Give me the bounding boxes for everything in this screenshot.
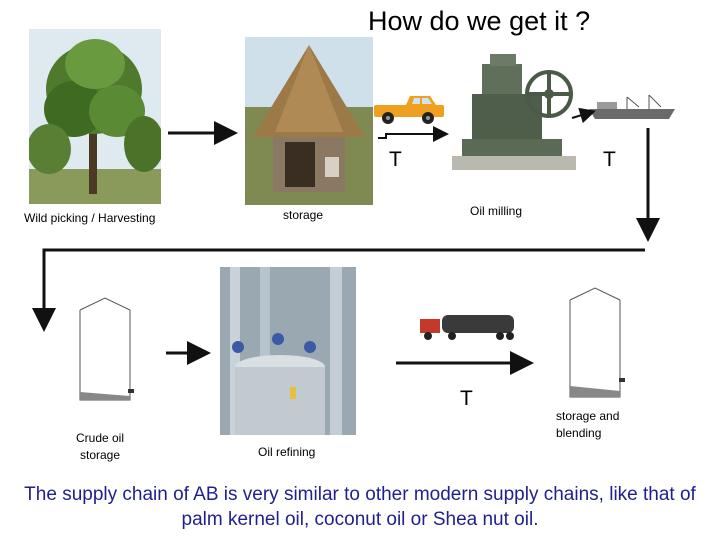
arrow-return-route xyxy=(32,248,645,332)
oil-mill-machine-image xyxy=(452,44,576,170)
footer-text: The supply chain of AB is very similar t… xyxy=(24,484,696,530)
transport-mark: T xyxy=(460,387,473,410)
crude-oil-tank-diagram xyxy=(55,290,160,410)
caption-storage-blending: storage and blending xyxy=(556,409,620,440)
blending-tank-diagram xyxy=(545,282,660,407)
transport-mark: T xyxy=(603,148,616,171)
hut-photo xyxy=(245,37,373,205)
pickup-truck-image xyxy=(370,93,448,125)
caption-crude-oil-storage: Crude oil storage xyxy=(75,431,125,462)
transport-mark: T xyxy=(389,148,402,171)
caption-harvesting: Wild picking / Harvesting xyxy=(24,211,156,225)
tree-photo xyxy=(29,29,161,204)
caption-oil-milling: Oil milling xyxy=(470,204,523,218)
page-title: How do we get it ? xyxy=(368,6,591,36)
caption-oil-refining: Oil refining xyxy=(258,445,316,459)
refinery-photo xyxy=(220,267,356,435)
tanker-truck-image xyxy=(420,309,520,342)
caption-storage: storage xyxy=(283,208,324,222)
arrow-mill-to-ship xyxy=(571,107,596,124)
arrow-storage-to-truck xyxy=(378,126,449,142)
ship-image xyxy=(587,93,679,121)
